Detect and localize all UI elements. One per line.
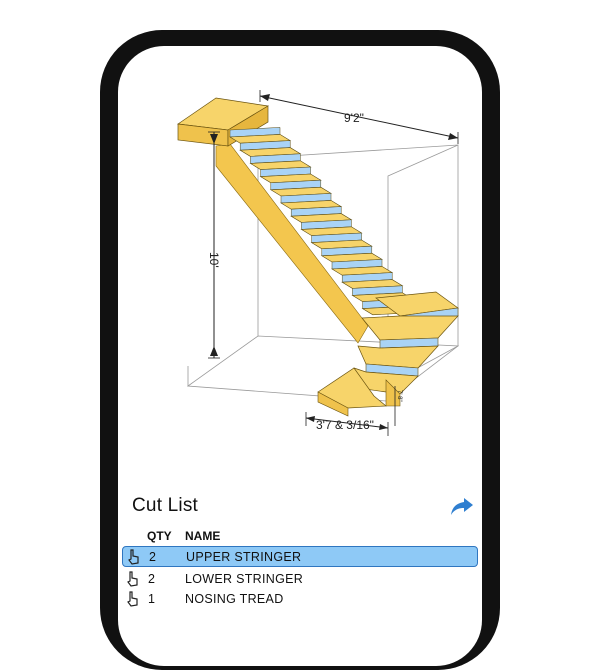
cut-list-row-upper-stringer[interactable]: 2 UPPER STRINGER xyxy=(122,546,478,567)
dimension-landing: 3'7 & 3/16" xyxy=(305,412,389,436)
dimension-small-label: 7' 8" xyxy=(396,390,402,402)
dimension-height: 10' xyxy=(207,131,221,359)
column-header-name[interactable]: NAME xyxy=(185,529,221,543)
pointer-hand-icon xyxy=(127,571,138,587)
cut-list-title: Cut List xyxy=(132,495,199,516)
row-qty: 1 xyxy=(148,592,155,606)
dimension-height-label: 10' xyxy=(207,252,221,268)
row-name: UPPER STRINGER xyxy=(186,550,302,564)
stair-3d-view[interactable]: 9'2" 10' 3'7 & 3/16" 7' 8" xyxy=(118,46,482,486)
upper-landing[interactable] xyxy=(177,97,270,147)
column-header-qty[interactable]: QTY xyxy=(147,529,172,543)
dimension-width-label: 9'2" xyxy=(344,111,364,125)
share-arrow-icon[interactable] xyxy=(450,496,474,516)
cut-list-row-lower-stringer[interactable]: 2 LOWER STRINGER xyxy=(122,569,478,590)
dimension-landing-label: 3'7 & 3/16" xyxy=(316,418,374,432)
pointer-hand-icon xyxy=(128,549,139,565)
row-name: LOWER STRINGER xyxy=(185,572,304,586)
dimension-width: 9'2" xyxy=(259,90,459,144)
pointer-hand-icon xyxy=(127,591,138,607)
dimension-small: 7' 8" xyxy=(394,386,402,426)
lower-flight[interactable] xyxy=(317,291,459,417)
row-name: NOSING TREAD xyxy=(185,592,284,606)
app-screen: 9'2" 10' 3'7 & 3/16" 7' 8" Cut List xyxy=(118,46,482,666)
row-qty: 2 xyxy=(149,550,156,564)
row-qty: 2 xyxy=(148,572,155,586)
